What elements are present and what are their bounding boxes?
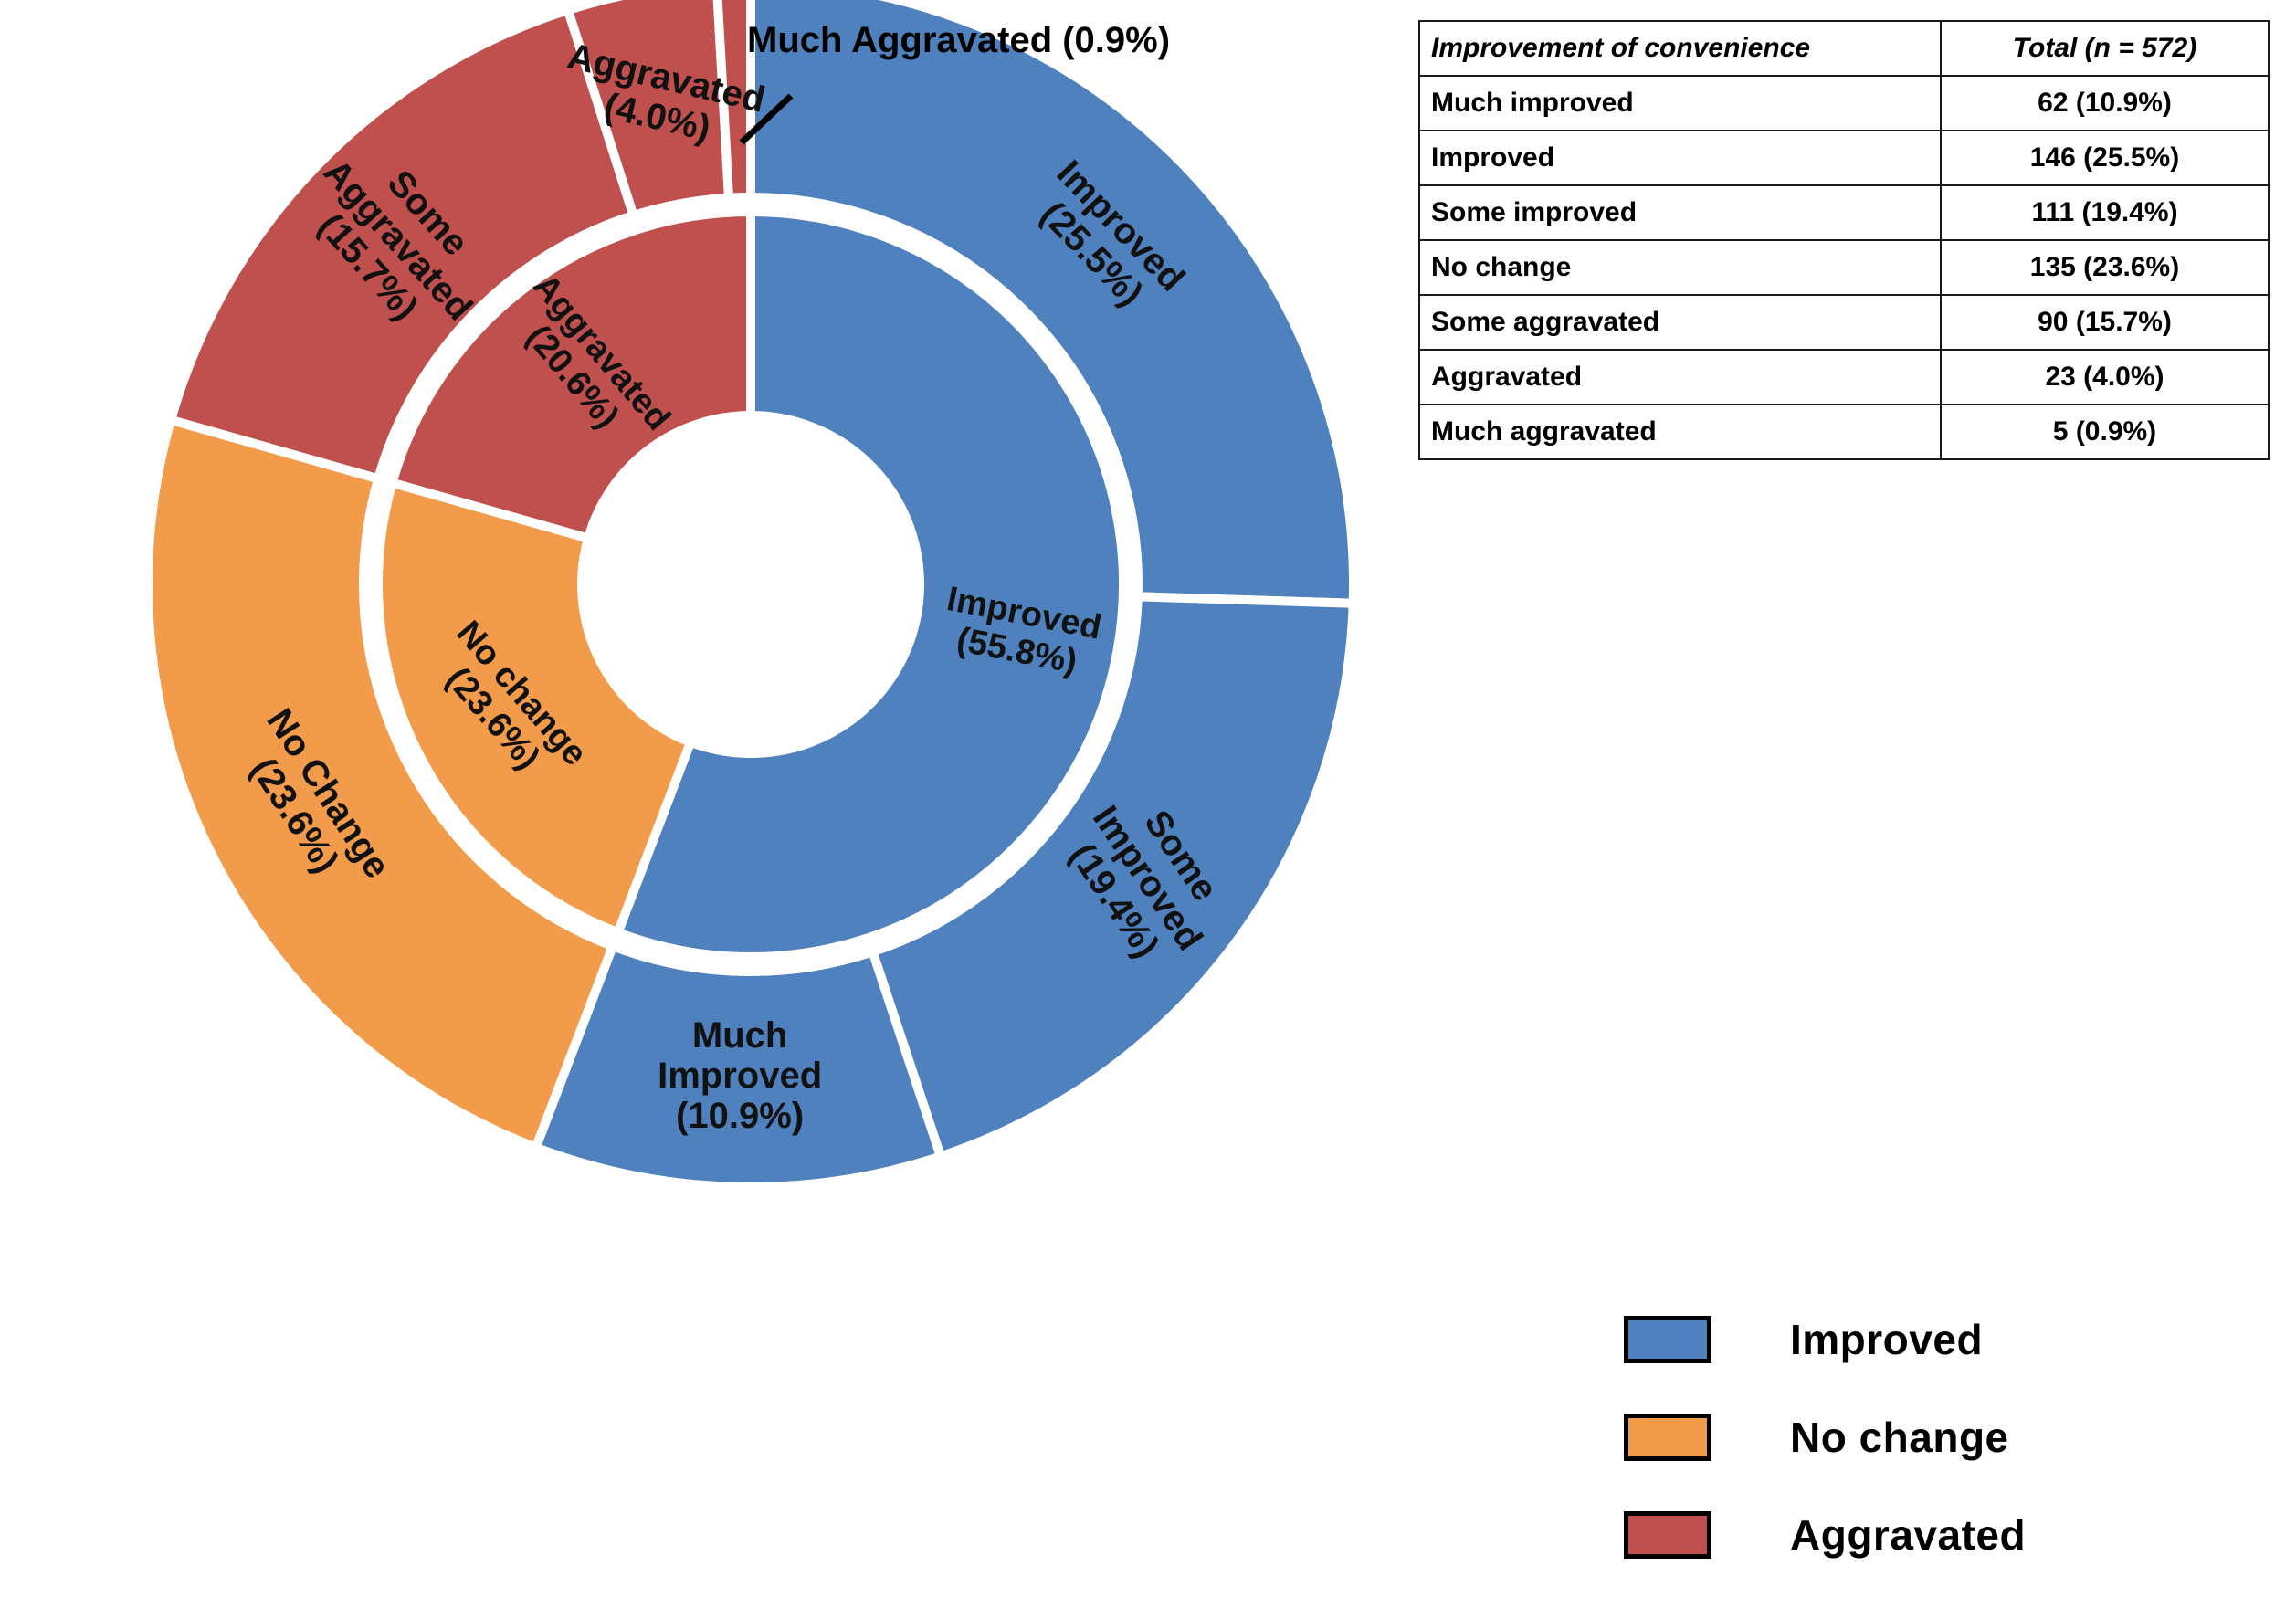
pie-slice-some-aggravated[interactable] <box>164 4 639 485</box>
legend-item-no-change[interactable]: No change <box>1624 1413 2026 1462</box>
pie-slice-no-change[interactable] <box>143 414 619 1154</box>
legend-label-improved: Improved <box>1790 1316 1984 1363</box>
legend-swatch-improved <box>1624 1316 1711 1363</box>
table-cell-category: No change <box>1418 239 1942 296</box>
outer-ring <box>143 0 1358 1192</box>
much-aggravated-callout-label: Much Aggravated (0.9%) <box>747 20 1171 60</box>
table-cell-total: 111 (19.4%) <box>1940 184 2270 241</box>
pie-slice-much-improved[interactable] <box>530 940 947 1192</box>
chart-legend: Improved No change Aggravated <box>1624 1315 2026 1608</box>
legend-label-no-change: No change <box>1790 1414 2009 1461</box>
legend-item-aggravated[interactable]: Aggravated <box>1624 1510 2026 1560</box>
table-cell-total: 23 (4.0%) <box>1940 349 2270 405</box>
legend-swatch-aggravated <box>1624 1511 1711 1559</box>
table-cell-total: 62 (10.9%) <box>1940 75 2270 131</box>
pie-slice-aggravated[interactable] <box>386 206 755 544</box>
table-header-total: Total (n = 572) <box>1940 20 2270 77</box>
table-cell-total: 5 (0.9%) <box>1940 404 2270 460</box>
legend-item-improved[interactable]: Improved <box>1624 1315 2026 1364</box>
table-cell-category: Improved <box>1418 130 1942 186</box>
pie-slice-no-change[interactable] <box>374 477 697 939</box>
table-cell-category: Much improved <box>1418 75 1942 131</box>
table-cell-category: Much aggravated <box>1418 404 1942 460</box>
table-cell-total: 90 (15.7%) <box>1940 294 2270 351</box>
table-header-category: Improvement of convenience <box>1418 20 1942 77</box>
pie-slice-much-aggravated[interactable] <box>712 0 755 203</box>
table-cell-total: 135 (23.6%) <box>1940 239 2270 296</box>
table-cell-total: 146 (25.5%) <box>1940 130 2270 186</box>
much-aggravated-leader-line <box>739 93 794 145</box>
table-cell-category: Some aggravated <box>1418 294 1942 351</box>
pie-slice-improved[interactable] <box>746 0 1358 608</box>
inner-ring <box>374 206 1128 962</box>
table-cell-category: Aggravated <box>1418 349 1942 405</box>
pie-slice-some-improved[interactable] <box>867 592 1358 1162</box>
table-cell-category: Some improved <box>1418 184 1942 241</box>
legend-swatch-no-change <box>1624 1414 1711 1461</box>
pie-slice-improved[interactable] <box>612 206 1128 962</box>
legend-label-aggravated: Aggravated <box>1790 1511 2027 1559</box>
